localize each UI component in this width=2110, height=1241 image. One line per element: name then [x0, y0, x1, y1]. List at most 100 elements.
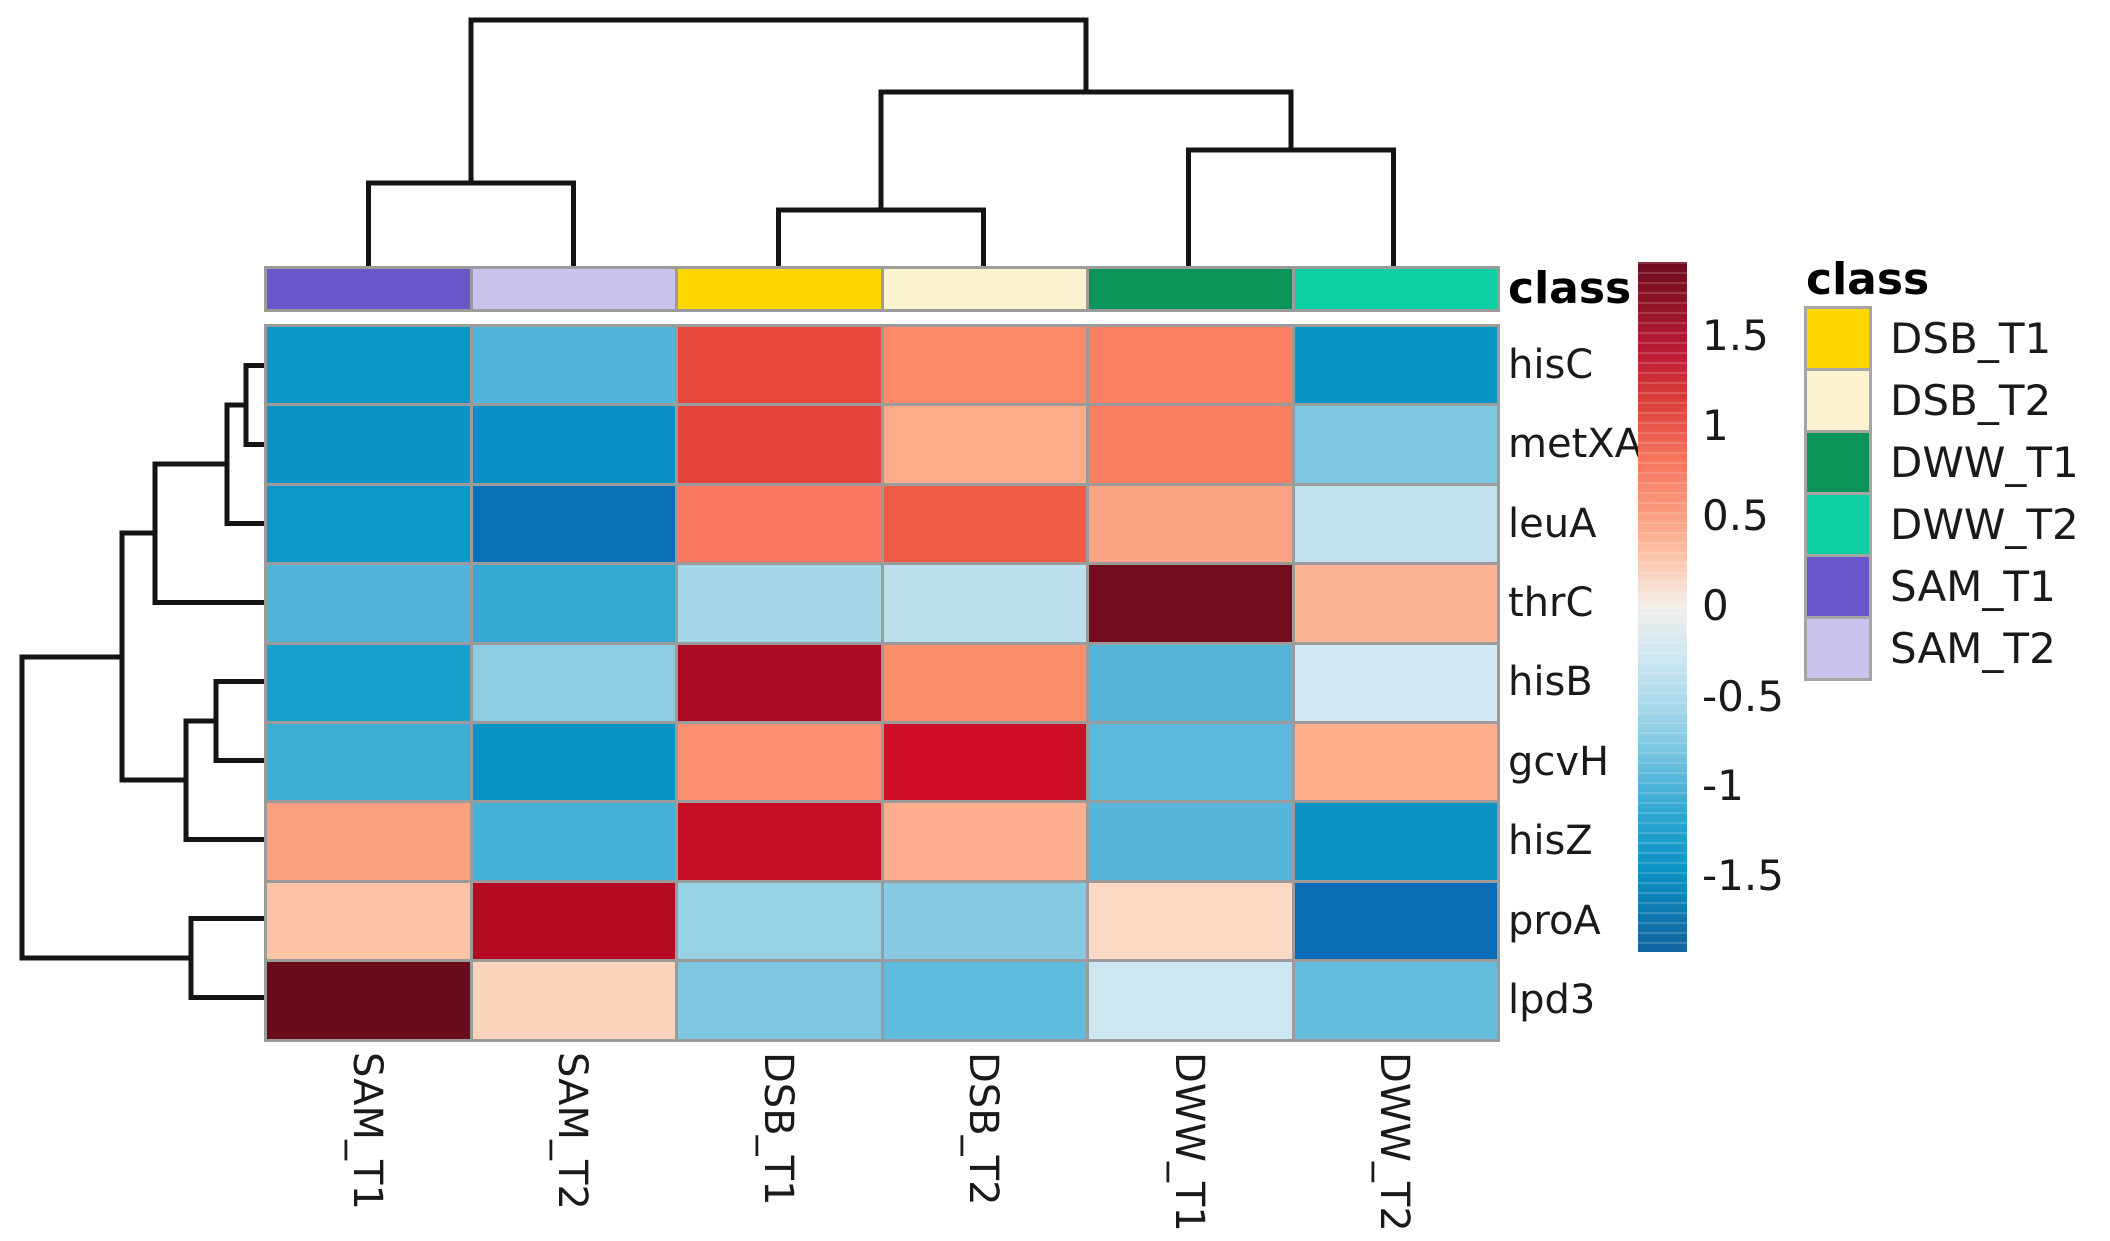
heatmap-cell-metXA-DSB_T1 — [678, 406, 881, 483]
heatmap-cell-proA-DWW_T1 — [1089, 882, 1292, 960]
row-label-metXA: metXA — [1508, 421, 1643, 468]
row-label-hisZ: hisZ — [1508, 818, 1593, 865]
heatmap-cell-proA-SAM_T2 — [472, 882, 675, 960]
row-dendrogram — [19, 363, 267, 1000]
heatmap-cell-hisZ-DSB_T1 — [678, 803, 881, 880]
column-dendrogram — [366, 17, 1396, 269]
legend-swatch-column — [1804, 306, 1872, 681]
heatmap-cell-hisB-SAM_T2 — [472, 644, 675, 721]
heatmap-cell-hisC-DSB_T1 — [678, 327, 881, 404]
heatmap-cell-hisZ-DSB_T2 — [883, 803, 1086, 880]
legend-swatch-SAM_T2 — [1807, 619, 1869, 678]
colorbar-tick-0: 0 — [1702, 581, 1729, 631]
colorbar-tick--1.5: -1.5 — [1702, 851, 1784, 901]
legend-label-DSB_T1: DSB_T1 — [1890, 314, 2052, 363]
heatmap-cell-proA-SAM_T1 — [267, 882, 470, 960]
heatmap-cell-gcvH-DSB_T1 — [678, 724, 881, 801]
class-annotation-cell-SAM_T1 — [267, 269, 470, 309]
heatmap-cell-thrC-DSB_T1 — [678, 565, 881, 642]
colorbar-stripes — [1638, 262, 1687, 952]
row-label-hisC: hisC — [1508, 341, 1594, 388]
colorbar-tick-1.5: 1.5 — [1702, 310, 1769, 360]
heatmap-cell-leuA-DWW_T2 — [1294, 485, 1497, 563]
row-label-proA: proA — [1508, 897, 1601, 944]
legend-label-DSB_T2: DSB_T2 — [1890, 376, 2052, 425]
heatmap-cell-proA-DSB_T1 — [678, 882, 881, 960]
column-label-DSB_T2: DSB_T2 — [960, 1052, 1007, 1206]
heatmap-cell-thrC-SAM_T1 — [267, 565, 470, 642]
heatmap-cell-hisZ-DWW_T2 — [1294, 803, 1497, 880]
heatmap-cell-gcvH-SAM_T2 — [472, 724, 675, 801]
heatmap-cell-hisB-DSB_T2 — [883, 644, 1086, 721]
heatmap-cell-metXA-SAM_T2 — [472, 406, 675, 483]
heatmap-cell-hisC-DWW_T1 — [1089, 327, 1292, 404]
heatmap-cell-thrC-DWW_T1 — [1089, 565, 1292, 642]
colorbar-tick-1: 1 — [1702, 401, 1729, 451]
heatmap-cell-gcvH-DWW_T1 — [1089, 724, 1292, 801]
legend-label-DWW_T2: DWW_T2 — [1890, 500, 2079, 549]
legend-swatch-DWW_T2 — [1807, 495, 1869, 554]
heatmap-cell-leuA-DSB_T2 — [883, 485, 1086, 563]
class-annotation-cell-DSB_T2 — [883, 269, 1086, 309]
heatmap-cell-metXA-DWW_T1 — [1089, 406, 1292, 483]
colorbar-tick--1: -1 — [1702, 760, 1744, 810]
heatmap-cell-leuA-DSB_T1 — [678, 485, 881, 563]
heatmap-cell-lpd3-DSB_T2 — [883, 962, 1086, 1039]
heatmap-cell-hisZ-SAM_T2 — [472, 803, 675, 880]
heatmap-cell-metXA-SAM_T1 — [267, 406, 470, 483]
heatmap-cell-proA-DSB_T2 — [883, 882, 1086, 960]
heatmap-cell-hisB-DWW_T1 — [1089, 644, 1292, 721]
heatmap-cell-hisC-DSB_T2 — [883, 327, 1086, 404]
heatmap-cell-leuA-SAM_T1 — [267, 485, 470, 563]
class-annotation-cell-DSB_T1 — [678, 269, 881, 309]
row-label-hisB: hisB — [1508, 659, 1593, 706]
class-annotation-cell-DWW_T2 — [1294, 269, 1497, 309]
heatmap-cell-hisZ-DWW_T1 — [1089, 803, 1292, 880]
heatmap-cell-lpd3-DSB_T1 — [678, 962, 881, 1039]
heatmap-cell-lpd3-SAM_T2 — [472, 962, 675, 1039]
row-label-leuA: leuA — [1508, 500, 1597, 547]
class-annotation-cell-SAM_T2 — [472, 269, 675, 309]
heatmap-cell-gcvH-DWW_T2 — [1294, 724, 1497, 801]
column-label-DWW_T1: DWW_T1 — [1165, 1052, 1212, 1232]
legend-swatch-SAM_T1 — [1807, 557, 1869, 616]
heatmap-cell-hisB-DWW_T2 — [1294, 644, 1497, 721]
colorbar-tick-0.5: 0.5 — [1702, 490, 1769, 540]
row-label-lpd3: lpd3 — [1508, 976, 1596, 1023]
heatmap-cell-leuA-SAM_T2 — [472, 485, 675, 563]
row-label-gcvH: gcvH — [1508, 738, 1610, 785]
legend-swatch-DWW_T1 — [1807, 433, 1869, 492]
colorbar-tick--0.5: -0.5 — [1702, 671, 1784, 721]
heatmap-cell-hisC-DWW_T2 — [1294, 327, 1497, 404]
legend-label-DWW_T1: DWW_T1 — [1890, 438, 2079, 487]
legend-swatch-DSB_T1 — [1807, 309, 1869, 368]
heatmap-cell-lpd3-DWW_T1 — [1089, 962, 1292, 1039]
row-label-thrC: thrC — [1508, 579, 1594, 626]
heatmap-cell-proA-DWW_T2 — [1294, 882, 1497, 960]
heatmap-cell-metXA-DSB_T2 — [883, 406, 1086, 483]
heatmap-cell-thrC-DSB_T2 — [883, 565, 1086, 642]
column-label-DSB_T1: DSB_T1 — [754, 1052, 801, 1206]
heatmap-cell-hisB-SAM_T1 — [267, 644, 470, 721]
heatmap-cell-thrC-DWW_T2 — [1294, 565, 1497, 642]
legend-title: class — [1806, 254, 1930, 305]
column-label-SAM_T2: SAM_T2 — [549, 1052, 596, 1210]
heatmap-cell-hisZ-SAM_T1 — [267, 803, 470, 880]
legend-label-SAM_T1: SAM_T1 — [1890, 562, 2056, 611]
column-label-DWW_T2: DWW_T2 — [1371, 1052, 1418, 1232]
heatmap-grid — [264, 324, 1500, 1042]
column-label-SAM_T1: SAM_T1 — [343, 1052, 390, 1210]
heatmap-cell-lpd3-DWW_T2 — [1294, 962, 1497, 1039]
heatmap-cell-gcvH-DSB_T2 — [883, 724, 1086, 801]
class-annotation-cell-DWW_T1 — [1089, 269, 1292, 309]
heatmap-cell-hisB-DSB_T1 — [678, 644, 881, 721]
heatmap-cell-hisC-SAM_T1 — [267, 327, 470, 404]
heatmap-cell-leuA-DWW_T1 — [1089, 485, 1292, 563]
annotation-bar-title: class — [1508, 263, 1632, 314]
heatmap-cell-lpd3-SAM_T1 — [267, 962, 470, 1039]
heatmap-cell-thrC-SAM_T2 — [472, 565, 675, 642]
heatmap-cell-metXA-DWW_T2 — [1294, 406, 1497, 483]
heatmap-cell-hisC-SAM_T2 — [472, 327, 675, 404]
